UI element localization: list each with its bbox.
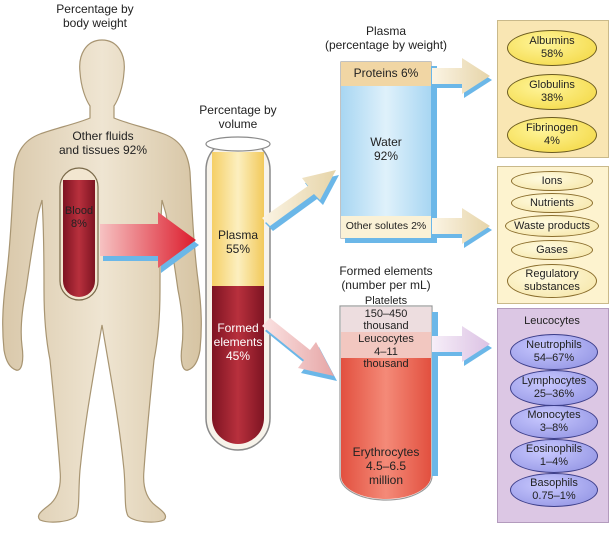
plasma-tube-line2: 55% [225, 241, 251, 256]
water-label-line2: 92% [373, 148, 399, 163]
formed-elements-container [339, 305, 438, 501]
tube-to-plasma-arrow [262, 170, 339, 231]
eosinophils-value: 1–4% [539, 456, 569, 468]
globulins-value: 38% [540, 92, 563, 104]
other-fluids-line2: and tissues 92% [58, 142, 148, 157]
ions-pill: Ions [511, 171, 593, 191]
volume-header-line1: Percentage by [199, 103, 277, 117]
volume-header: Percentage by volume [188, 103, 288, 132]
blood-tube [59, 167, 99, 301]
other-fluids-label: Other fluids and tissues 92% [28, 129, 178, 158]
other-solutes-label: Other solutes 2% [345, 220, 427, 232]
waste-products-pill: Waste products [505, 215, 599, 237]
human-body-silhouette [2, 39, 202, 523]
eosinophils-label: Eosinophils [525, 443, 583, 456]
blood-label: Blood 8% [54, 205, 104, 230]
other-fluids-line1: Other fluids [72, 129, 134, 143]
substances-label: substances [524, 281, 580, 293]
blood-label-line1: Blood [64, 205, 94, 217]
regulatory-label: Regulatory [525, 268, 579, 281]
waste-products-label: Waste products [513, 219, 590, 232]
monocytes-label: Monocytes [527, 409, 581, 422]
ions-label: Ions [541, 174, 563, 187]
leucocytes-line2: 4–11 [374, 345, 398, 358]
formed-tube-label: Formed elements 45% [208, 321, 268, 363]
basophils-value: 0.75–1% [532, 490, 576, 502]
body-weight-header: Percentage by body weight [20, 2, 170, 31]
blood-label-line2: 8% [71, 217, 87, 230]
albumins-label: Albumins [529, 35, 575, 48]
plasma-header: Plasma (percentage by weight) [313, 24, 459, 53]
fibrinogen-label: Fibrinogen [526, 122, 578, 135]
plasma-header-line1: Plasma [365, 24, 406, 38]
nutrients-label: Nutrients [529, 196, 575, 209]
formed-tube-line1: Formed [217, 321, 259, 335]
volume-header-line2: volume [218, 116, 258, 131]
formed-header-line2: (number per mL) [341, 277, 431, 292]
erythrocytes-label: Erythrocytes 4.5–6.5 million [341, 445, 431, 487]
proteins-percent-label: Proteins 6% [353, 66, 419, 80]
formed-header-line1: Formed elements [339, 264, 433, 278]
albumins-value: 58% [540, 48, 564, 60]
leucocytes-line1: Leucocytes [358, 333, 414, 345]
fibrinogen-value: 4% [544, 135, 560, 147]
water-label-line1: Water [370, 135, 402, 149]
body-header-line1: Percentage by [56, 2, 134, 16]
leucocytes-panel-title: Leucocytes [524, 315, 580, 327]
gases-pill: Gases [511, 240, 593, 260]
erythrocytes-line2: 4.5–6.5 [365, 458, 407, 473]
nutrients-pill: Nutrients [511, 193, 593, 213]
body-to-tube-arrow [100, 212, 199, 273]
platelets-label: Platelets 150–450 thousand [341, 295, 431, 333]
basophils-label: Basophils [530, 477, 578, 490]
gases-label: Gases [536, 243, 568, 256]
neutrophils-value: 54–67% [533, 352, 575, 364]
platelets-line3: thousand [363, 320, 409, 333]
water-label: Water 92% [341, 135, 431, 164]
erythrocytes-line1: Erythrocytes [352, 445, 420, 459]
plasma-header-line2: (percentage by weight) [324, 37, 448, 52]
monocytes-value: 3–8% [539, 422, 569, 434]
plasma-tube-line1: Plasma [217, 228, 258, 242]
leucocytes-line3: thousand [363, 358, 409, 371]
platelets-line1: Platelets [364, 295, 408, 307]
tube-to-formed-arrow [262, 318, 337, 381]
test-tube [205, 136, 271, 451]
neutrophils-label: Neutrophils [526, 339, 582, 352]
lymphocytes-label: Lymphocytes [521, 375, 587, 388]
lymphocytes-value: 25–36% [533, 388, 575, 400]
platelets-line2: 150–450 [364, 307, 408, 320]
formed-elements-header: Formed elements (number per mL) [326, 264, 446, 293]
globulins-label: Globulins [529, 79, 575, 92]
leucocytes-label: Leucocytes 4–11 thousand [341, 333, 431, 371]
formed-tube-line2: elements [213, 334, 263, 349]
body-header-line2: body weight [62, 15, 128, 30]
solutes-arrow [432, 208, 492, 248]
erythrocytes-line3: million [368, 472, 403, 487]
plasma-tube-label: Plasma 55% [208, 228, 268, 257]
proteins-arrow [432, 58, 492, 98]
leucocytes-arrow [432, 326, 492, 366]
plasma-box [340, 61, 437, 243]
formed-tube-line3: 45% [225, 348, 251, 363]
